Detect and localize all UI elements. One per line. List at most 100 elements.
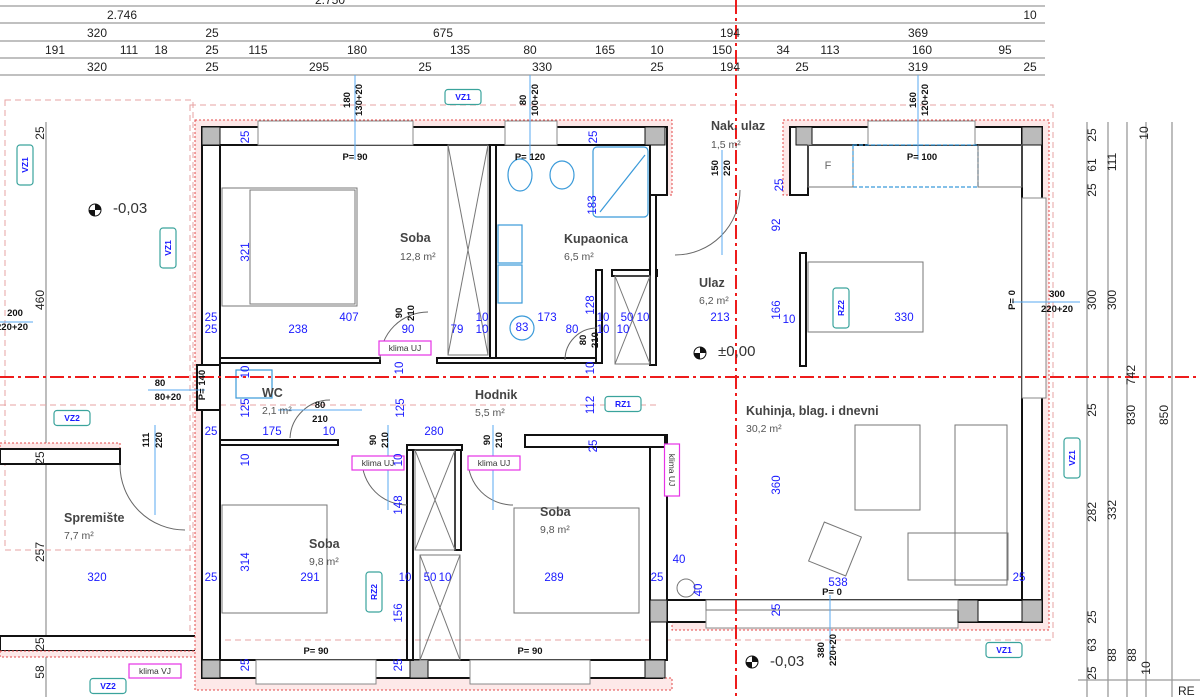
top-dimension-value: 25	[650, 60, 664, 74]
interior-dimension: 83	[516, 322, 529, 334]
interior-dimension: 407	[339, 312, 358, 324]
top-dimension-value: 330	[532, 60, 552, 74]
top-dimension-value: 320	[87, 60, 107, 74]
right-dimension-value: 830	[1124, 405, 1138, 425]
interior-dimension: 538	[828, 577, 847, 589]
opening-label: 90	[482, 435, 493, 446]
klima-unit-box	[128, 663, 182, 679]
klima-unit-label: klima UJ	[478, 458, 511, 468]
interior-dimension: 80	[566, 324, 579, 336]
top-dimension-value: 95	[998, 43, 1012, 57]
bidet	[549, 160, 575, 190]
interior-dimension: 10	[394, 362, 406, 375]
wardrobe	[447, 144, 489, 356]
interior-dimension: 330	[894, 312, 913, 324]
room-area: 30,2 m²	[746, 423, 782, 435]
opening-label: 220	[722, 160, 733, 176]
interior-dimension: 10	[393, 454, 405, 467]
right-dimension-value: 25	[1085, 128, 1099, 142]
top-dimension-value: 194	[720, 60, 740, 74]
opening-label: 160	[908, 92, 919, 108]
opening-label: 80	[518, 95, 529, 106]
opening-label: 130+20	[354, 84, 365, 116]
opening-label: 80	[315, 400, 326, 411]
interior-dimension: 10	[617, 324, 630, 336]
interior-dimension: 175	[262, 426, 281, 438]
interior-dimension: 238	[288, 324, 307, 336]
left-dimension-value: 58	[33, 665, 47, 679]
sofa	[954, 424, 1008, 586]
left-dimension-value: 257	[33, 542, 47, 562]
interior-dimension: 50	[424, 572, 437, 584]
opening-label: 210	[406, 305, 417, 321]
left-dimension-value: 25	[33, 451, 47, 465]
interior-dimension: 25	[240, 131, 252, 144]
interior-dimension: 125	[395, 398, 407, 417]
right-dimension-value: 25	[1085, 403, 1099, 417]
right-dimension-value: 25	[1085, 183, 1099, 197]
room-area: 9,8 m²	[540, 524, 570, 536]
interior-dimension: 112	[585, 396, 597, 414]
room-area: 7,7 m²	[64, 530, 94, 542]
toilet	[507, 158, 533, 192]
interior-dimension: 92	[771, 219, 783, 232]
opening-label: 150	[710, 160, 721, 176]
opening-label: 120+20	[920, 84, 931, 116]
slab-outline	[0, 99, 1054, 641]
interior-dimension: 128	[585, 295, 597, 314]
opening-label: P= 0	[822, 587, 842, 598]
opening-label: 80	[578, 335, 589, 346]
element-tag-box	[159, 227, 177, 269]
interior-walls	[196, 144, 807, 661]
bed	[513, 507, 640, 614]
element-tag: VZ1	[20, 157, 30, 173]
top-dimension-lines	[0, 5, 1045, 76]
interior-dimension: 25	[240, 659, 252, 672]
room-name: Kupaonica	[564, 232, 629, 246]
top-dimension-value: 165	[595, 43, 615, 57]
right-dimension-value: 25	[1085, 610, 1099, 624]
top-dimension-value: 25	[205, 43, 219, 57]
top-dimension-value: 2.746	[107, 8, 137, 22]
right-dimension-value: 742	[1124, 365, 1138, 385]
top-dimension-value: 115	[248, 43, 267, 57]
top-dimension-value: 111	[120, 43, 139, 57]
furniture	[221, 144, 1023, 661]
klima-unit-label: klima UJ	[362, 458, 395, 468]
interior-dimension: 10	[399, 572, 412, 584]
top-dimension-value: 320	[87, 26, 107, 40]
top-dimension-value: 160	[912, 43, 932, 57]
top-dimension-value: 34	[776, 43, 790, 57]
opening-label: 100+20	[530, 84, 541, 116]
interior-dimension: 50	[621, 312, 634, 324]
cooktop	[977, 144, 1023, 188]
top-dimension-value: 191	[45, 43, 65, 57]
interior-dimension: 173	[537, 312, 556, 324]
room-area: 1,5 m²	[711, 139, 741, 151]
level-marker: -0,03	[745, 653, 804, 670]
room-area: 9,8 m²	[309, 556, 339, 568]
bed	[221, 504, 328, 614]
opening-label: 80+20	[155, 392, 182, 403]
interior-dimension: 291	[300, 572, 319, 584]
top-dimension-value: 194	[720, 26, 740, 40]
opening-label: 380	[816, 642, 827, 658]
opening-label: P= 90	[303, 646, 328, 657]
klima-unit-box	[663, 443, 681, 497]
interior-dimension: 25	[205, 572, 218, 584]
top-dimension-value: 25	[795, 60, 809, 74]
opening-label: P= 120	[515, 152, 545, 163]
opening-label: 220+20	[828, 634, 839, 666]
top-dimension-value: 10	[1023, 8, 1037, 22]
opening-label: 200	[7, 308, 23, 319]
interior-dimension: 10	[585, 362, 597, 375]
wardrobe	[414, 449, 456, 551]
room-area: 12,8 m²	[400, 251, 436, 263]
interior-dimension: 25	[588, 440, 600, 453]
opening-label: 111	[141, 432, 152, 448]
opening-label: 90	[368, 435, 379, 446]
interior-dimension: 10	[783, 314, 796, 326]
room-name: Ulaz	[699, 276, 725, 290]
top-dimension-value: 295	[309, 60, 329, 74]
